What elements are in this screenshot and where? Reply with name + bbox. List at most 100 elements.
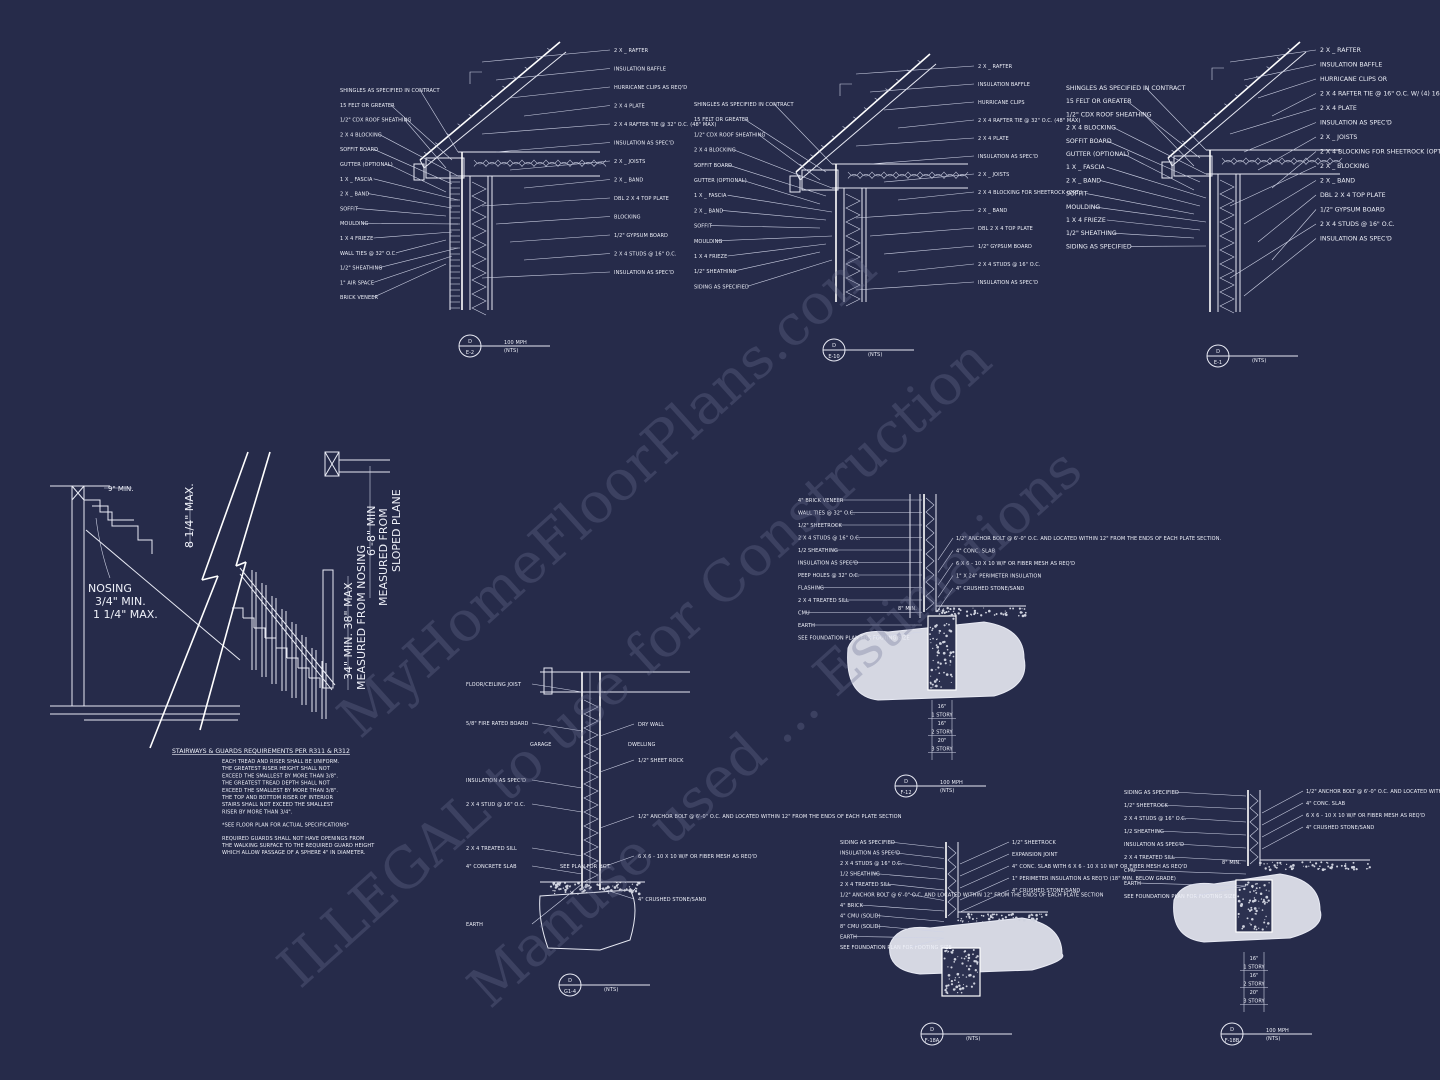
stair-note: THE TOP AND BOTTOM RISER OF INTERIOR [221,795,333,801]
gravel-dot [1253,899,1257,902]
label-right: 2 X _ JOISTS [614,159,645,165]
leader-right [959,841,1010,865]
gravel-dot [1258,927,1260,929]
leader-right [523,179,611,189]
gravel-dot [966,965,968,967]
gravel-dot [615,884,619,887]
gravel-dot [985,611,987,614]
leader-right [1271,151,1317,189]
gravel-dot [967,956,971,960]
footing-dim: 20" [938,738,947,744]
gravel-dot [942,641,945,644]
gravel-dot [1018,614,1020,617]
gravel-dot [1030,917,1034,920]
joist-end [543,667,553,695]
gravel-dot [1004,612,1007,615]
leader-right [883,245,975,255]
stair-note: EXCEED THE SMALLEST BY MORE THAN 3/8". [222,773,338,779]
foundation-label-left: 2 X 4 TREATED SILL [840,882,891,888]
shingle-tick [468,114,472,117]
leader-right [509,234,611,243]
label-left: 1" AIR SPACE [340,280,374,286]
gravel-dot [969,964,972,968]
leader-right [599,855,635,869]
leader-left [373,148,453,185]
foundation-label-right: 4" CONC. SLAB [956,549,996,555]
gravel-dot [1313,865,1316,868]
leader-left [531,803,583,813]
gravel-dot [945,987,948,990]
leader-left [1136,882,1247,887]
stair-note: EXCEED THE SMALLEST BY MORE THAN 3/8". [222,788,338,794]
wall-insulation [925,497,935,611]
gravel-dot [1004,610,1006,612]
gravel-dot [1344,867,1347,870]
f12-bubble-bottom: F-12 [900,790,911,796]
gravel-dot [634,890,638,893]
leader-right [959,889,1010,913]
shingle-tick [502,85,506,89]
gravel-dot [1329,866,1332,870]
gravel-dot [947,984,950,987]
label-left: 1/2" SHEATHING [694,269,736,275]
gravel-dot [1276,864,1278,866]
gravel-dot [1340,864,1343,867]
stair-note: THE GREATEST TREAD DEPTH SHALL NOT [221,781,331,787]
gravel-dot [1289,865,1293,868]
gravel-dot [1264,901,1267,903]
foundation-label-right: 1/2" ANCHOR BOLT @ 6'-0" O.C. AND LOCATE… [1306,789,1440,795]
leader-left [531,779,583,789]
gravel-dot [1366,862,1369,865]
gravel-dot [1268,882,1270,884]
leader-right [1229,223,1317,279]
gravel-dot [990,916,992,918]
leader-left [889,841,945,849]
gravel-dot [606,885,610,888]
label-left: 1/2" CDX ROOF SHEATHING [694,132,765,138]
gravel-dot [957,956,959,958]
footing-dim: 16" [1250,973,1259,979]
gravel-dot [625,888,628,891]
leader-right [1243,122,1317,153]
gravel-dot [554,890,556,892]
gravel-dot [1003,920,1005,922]
gravel-dot [1368,866,1371,869]
leader-right [959,877,1010,901]
gravel-dot [976,962,979,965]
gravel-dot [948,614,950,617]
gravel-dot [1243,887,1246,891]
footing-dim: 1 STORY [931,713,953,719]
gravel-dot [973,960,976,963]
gravel-dot [950,681,952,683]
shingle-tick [863,107,868,110]
gravel-dot [930,668,934,672]
shingle-tick [491,95,495,98]
gravel-dot [953,608,955,611]
gravel-dot [961,986,965,990]
shingle-tick [1203,122,1207,125]
shingle-tick [1213,112,1218,116]
leader-right [1257,136,1317,171]
g4-label-left: 2 X 4 TREATED SILL [466,846,517,852]
gravel-dot [1327,865,1330,868]
label-right: HURRICANE CLIPS OR [1320,76,1388,83]
foundation-label-right: 6 X 6 - 10 X 10 W/F OR FIBER MESH AS REQ… [956,561,1075,567]
label-left: MOULDING [694,239,722,245]
shingle-tick [853,116,857,120]
label-left: 2 X 4 BLOCKING [694,148,736,154]
foundation-label-left: CMU [1124,868,1136,874]
label-right: INSULATION BAFFLE [1320,62,1382,69]
gravel-dot [976,955,979,958]
foundation-label-left: 2 X 4 STUDS @ 16" O.C. [798,536,861,542]
gutter [789,175,801,193]
gravel-dot [1009,607,1012,610]
gravel-dot [1007,913,1011,917]
leader-left [379,247,459,268]
gravel-dot [943,632,945,635]
leader-right [1261,826,1304,850]
gravel-dot [1343,864,1347,868]
label-right: 2 X _ BAND [978,208,1007,214]
f18b-bubble-note: (NTS) [1266,1036,1280,1042]
